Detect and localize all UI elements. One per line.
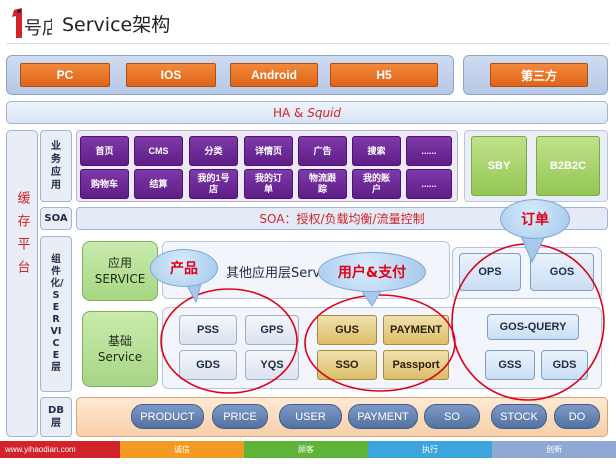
biz-layer-text: 业务应用	[51, 141, 61, 191]
service-gus: GUS	[317, 315, 377, 345]
app-home: 首页	[80, 136, 129, 166]
app-my-account: 我的账户	[352, 169, 401, 199]
db-layer-label: DB层	[40, 397, 72, 437]
base-service-cn: 基础	[107, 334, 132, 348]
ha-label: HA &	[272, 105, 308, 120]
service-gds-order: GDS	[541, 350, 588, 380]
other-app-services	[162, 241, 450, 299]
footer-execution: 执行	[368, 441, 492, 458]
app-detail: 详情页	[244, 136, 293, 166]
app-more-2: ......	[406, 169, 452, 199]
service-gss: GSS	[485, 350, 535, 380]
footer-customer: 顾客	[244, 441, 368, 458]
client-android: Android	[230, 63, 318, 87]
base-service-label: 基础 Service	[82, 311, 158, 387]
order-group-circle	[451, 243, 605, 401]
other-app-services-label: 其他应用层Service	[226, 266, 340, 281]
app-sby: SBY	[471, 136, 527, 196]
squid-label: Squid	[307, 105, 341, 120]
cache-platform: 缓存平台	[6, 130, 38, 437]
soa-layer: SOA：授权/负载均衡/流量控制	[76, 207, 608, 230]
db-do: DO	[554, 404, 600, 429]
db-payment: PAYMENT	[348, 404, 418, 429]
client-ios: IOS	[126, 63, 216, 87]
service-pss: PSS	[179, 315, 237, 345]
ha-squid-layer: HA & Squid	[6, 101, 608, 124]
soa-label: SOA	[40, 207, 72, 230]
db-so: SO	[424, 404, 480, 429]
page-title: Service架构	[62, 14, 171, 36]
service-gos-query: GOS-QUERY	[487, 314, 579, 340]
service-passport: Passport	[383, 350, 449, 380]
app-cart: 购物车	[80, 169, 129, 199]
db-stock: STOCK	[491, 404, 547, 429]
service-layer-label: 组件化/SERVICE层	[40, 236, 72, 392]
cache-platform-label: 缓存平台	[14, 191, 30, 283]
client-h5: H5	[330, 63, 438, 87]
product-callout: 产品	[150, 249, 218, 287]
title-divider	[6, 43, 610, 44]
db-product: PRODUCT	[131, 404, 204, 429]
user-pay-group-circle	[304, 294, 456, 392]
service-gds-product: GDS	[179, 350, 237, 380]
app-service-en: SERVICE	[94, 272, 146, 286]
db-price: PRICE	[212, 404, 268, 429]
app-ads: 广告	[298, 136, 347, 166]
db-user: USER	[279, 404, 342, 429]
service-gps: GPS	[245, 315, 299, 345]
yihaodian-logo: 号店	[8, 6, 60, 40]
service-layer-text: 组件化/SERVICE层	[50, 254, 64, 373]
third-party: 第三方	[490, 63, 588, 87]
app-more-1: ......	[406, 136, 452, 166]
svg-text:号店: 号店	[24, 18, 52, 39]
app-logistics: 物流跟踪	[298, 169, 347, 199]
app-my-orders: 我的订单	[244, 169, 293, 199]
service-payment: PAYMENT	[383, 315, 449, 345]
db-layer-text: DB层	[48, 405, 64, 429]
app-my-store: 我的1号店	[189, 169, 238, 199]
user-pay-callout: 用户&支付	[318, 252, 426, 292]
product-group-circle	[160, 288, 298, 394]
app-service-cn: 应用	[107, 256, 132, 270]
biz-layer-label: 业务应用	[40, 130, 72, 202]
footer-integrity: 诚信	[120, 441, 244, 458]
service-gos: GOS	[530, 253, 594, 291]
app-search: 搜索	[352, 136, 401, 166]
base-service-en: Service	[97, 350, 143, 364]
app-checkout: 结算	[134, 169, 183, 199]
app-service-label: 应用 SERVICE	[82, 241, 158, 301]
app-category: 分类	[189, 136, 238, 166]
service-ops: OPS	[459, 253, 521, 291]
client-pc: PC	[20, 63, 110, 87]
app-cms: CMS	[134, 136, 183, 166]
footer-url: www.yihaodian.com	[0, 441, 120, 458]
app-b2b2c: B2B2C	[536, 136, 600, 196]
order-callout: 订单	[500, 199, 570, 239]
footer-innovation: 创新	[492, 441, 616, 458]
service-sso: SSO	[317, 350, 377, 380]
